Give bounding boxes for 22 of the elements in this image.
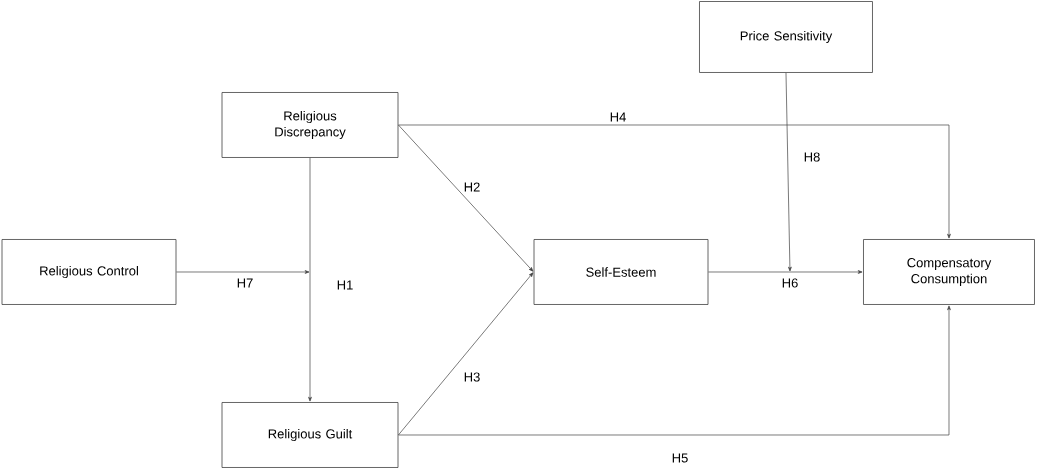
- arrow: [398, 124, 951, 239]
- concept-box: Compensatory Consumption: [863, 239, 1035, 305]
- arrow: [398, 305, 951, 436]
- arrow: [785, 72, 792, 272]
- arrow: [398, 272, 534, 436]
- edge-label: H2: [462, 181, 482, 193]
- edge-label: H5: [670, 452, 690, 464]
- edge-label: H4: [608, 111, 628, 123]
- arrow: [176, 270, 310, 274]
- edge-label: H3: [462, 371, 482, 383]
- arrow: [708, 270, 863, 274]
- arrow: [308, 157, 312, 402]
- edge-label: H7: [235, 277, 255, 289]
- arrow: [398, 124, 534, 272]
- concept-box: Religious Control: [1, 239, 177, 305]
- concept-box: Price Sensitivity: [699, 1, 873, 73]
- edge-label: H6: [780, 277, 800, 289]
- concept-box: Self-Esteem: [533, 239, 709, 305]
- edge-label: H1: [335, 279, 355, 291]
- concept-box: Religious Discrepancy: [221, 92, 399, 158]
- edge-label: H8: [802, 151, 822, 163]
- concept-box: Religious Guilt: [221, 402, 399, 468]
